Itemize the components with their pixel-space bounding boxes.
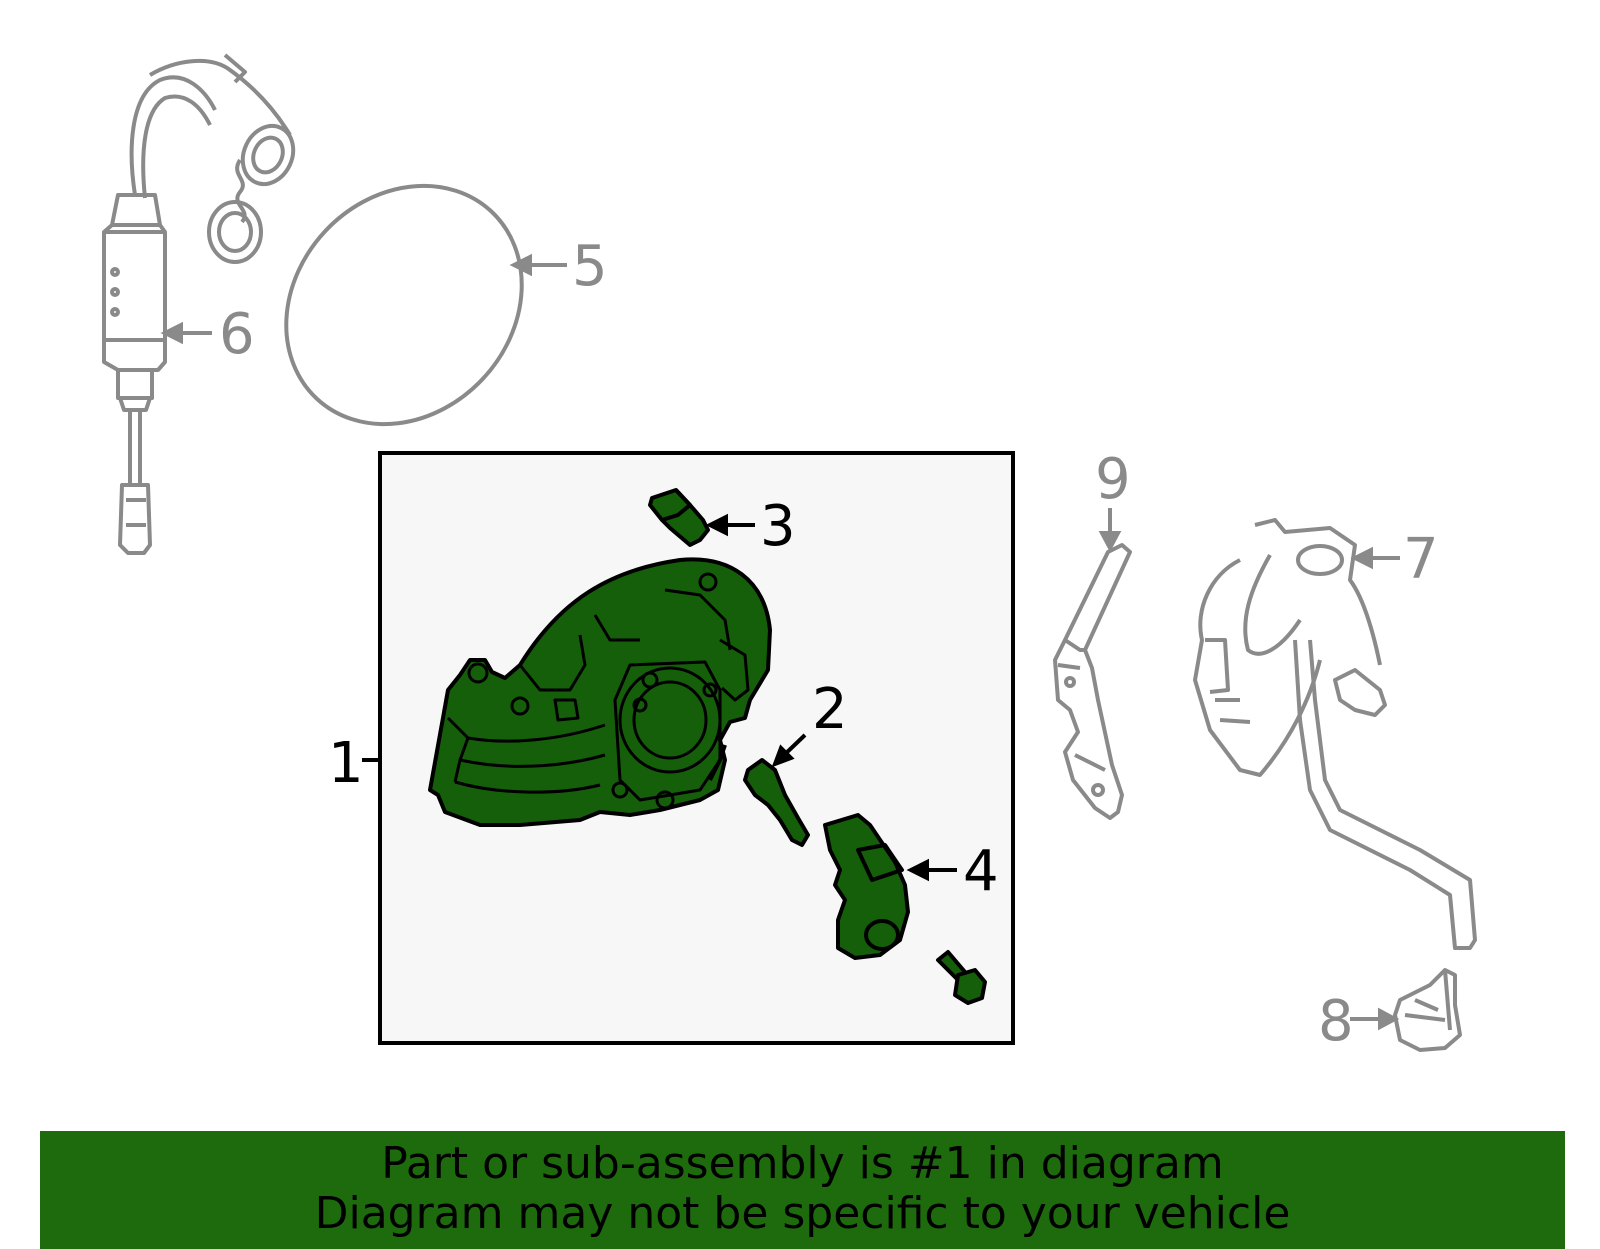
callout-1: 1 bbox=[328, 731, 364, 796]
info-banner: Part or sub-assembly is #1 in diagram Di… bbox=[40, 1131, 1565, 1249]
connector-part-3[interactable] bbox=[648, 488, 710, 547]
callout-5: 5 bbox=[572, 234, 608, 299]
bracket-part-9[interactable] bbox=[1053, 543, 1132, 820]
leader-line-3 bbox=[705, 513, 755, 537]
leader-line-9 bbox=[1098, 508, 1122, 553]
clip-part-8[interactable] bbox=[1393, 968, 1462, 1052]
callout-8: 8 bbox=[1318, 989, 1354, 1054]
callout-2: 2 bbox=[812, 677, 848, 742]
leader-lines-upper bbox=[160, 253, 567, 345]
banner-line-2: Diagram may not be specific to your vehi… bbox=[314, 1188, 1291, 1239]
leader-line-2 bbox=[771, 733, 807, 768]
callout-7: 7 bbox=[1403, 527, 1439, 592]
callout-9: 9 bbox=[1095, 447, 1131, 512]
callout-6: 6 bbox=[219, 302, 255, 367]
leader-line-7 bbox=[1350, 546, 1400, 570]
actuator-part-4[interactable] bbox=[823, 813, 910, 960]
actuator-pin-part-2[interactable] bbox=[743, 758, 810, 847]
banner-line-1: Part or sub-assembly is #1 in diagram bbox=[381, 1138, 1224, 1189]
housing-detail-lines bbox=[446, 572, 750, 810]
leader-line-8 bbox=[1350, 1007, 1400, 1031]
callout-3: 3 bbox=[760, 494, 796, 559]
screw[interactable] bbox=[936, 950, 987, 1005]
callout-4: 4 bbox=[963, 839, 999, 904]
charging-cable-part-6[interactable] bbox=[102, 53, 302, 555]
leader-line-4 bbox=[906, 858, 957, 882]
charge-inlet-part-7[interactable] bbox=[1193, 518, 1477, 950]
gasket-part-5[interactable] bbox=[238, 138, 571, 473]
